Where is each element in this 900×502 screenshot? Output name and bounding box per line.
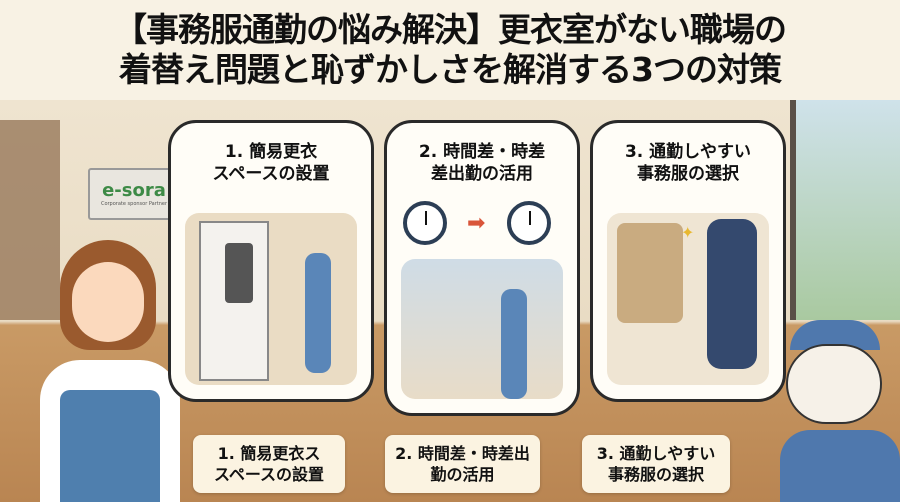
worried-woman-illustration [40,240,180,502]
title-line-2: 着替え問題と恥ずかしさを解消する3つの対策 [119,50,782,89]
panel-1-title-line-2: スペースの設置 [212,164,330,184]
sign-logo: e-sora [102,180,166,201]
office-desks-illustration [401,259,563,399]
sign-tagline: Corporate sponsor Partner [100,201,168,207]
panel-1-title-line-1: 1. 簡易更衣 [224,142,318,162]
kitchen-shelf [0,120,60,320]
company-sign: e-sora Corporate sponsor Partner [88,168,180,220]
goat-mascot-illustration [770,310,900,502]
panel-staggered-commute: 2. 時間差・時差 差出勤の活用 ➡ [384,120,580,416]
panel-2-title-line-2: 差出勤の活用 [431,164,533,184]
label-1-line-2: スペースの設置 [213,465,325,484]
page-title: 【事務服通勤の悩み解決】更衣室がない職場の 着替え問題と恥ずかしさを解消する3つ… [0,0,900,100]
panel-2-title-line-1: 2. 時間差・時差 [418,142,546,162]
label-staggered-commute: 2. 時間差・時差出 勤の活用 [385,435,540,493]
window [790,100,900,320]
panel-3-title-line-1: 3. 通勤しやすい [624,142,752,162]
panel-commute-uniform: 3. 通勤しやすい 事務服の選択 ✦ [590,120,786,402]
label-2-line-2: 勤の活用 [430,465,495,484]
label-3-line-2: 事務服の選択 [607,465,704,484]
label-commute-uniform: 3. 通勤しやすい 事務服の選択 [582,435,730,493]
panel-3-title-line-2: 事務服の選択 [637,164,739,184]
clock-icon [507,201,551,245]
sparkle-icon: ✦ [681,223,695,242]
label-1-line-1: 1. 簡易更衣ス [217,444,321,463]
office-scene: e-sora Corporate sponsor Partner 1. 簡易更衣… [0,100,900,502]
arrow-right-icon: ➡ [467,211,486,236]
changing-booth-illustration [185,213,357,385]
title-line-1: 【事務服通勤の悩み解決】更衣室がない職場の [114,10,787,49]
panel-changing-space: 1. 簡易更衣 スペースの設置 [168,120,374,402]
label-changing-space: 1. 簡易更衣ス スペースの設置 [193,435,345,493]
label-3-line-1: 3. 通勤しやすい [596,444,716,463]
clock-icon [403,201,447,245]
label-2-line-1: 2. 時間差・時差出 [395,444,530,463]
uniform-jacket-illustration [607,213,769,385]
